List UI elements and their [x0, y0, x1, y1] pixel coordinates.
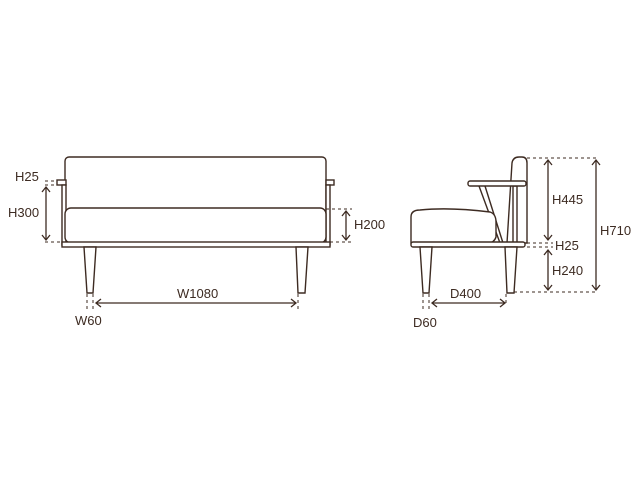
front-right-arm-cap	[325, 179, 335, 186]
side-view: H445 H710 H25 H240 D400 D60	[410, 156, 631, 330]
label-leg-span-depth: D400	[450, 286, 481, 301]
label-arm-height: H25	[15, 169, 39, 184]
front-base	[61, 241, 331, 248]
side-seat-cushion	[410, 208, 497, 244]
label-arm-to-base: H300	[8, 205, 39, 220]
side-front-leg	[419, 246, 433, 294]
front-view: H25 H300 H200 W1080 W60	[8, 156, 385, 328]
label-back-height: H445	[552, 192, 583, 207]
side-armrest	[467, 180, 527, 187]
label-leg-depth: D60	[413, 315, 437, 330]
label-leg-width: W60	[75, 313, 102, 328]
label-base-thickness: H25	[555, 238, 579, 253]
side-back-leg	[504, 246, 518, 294]
side-arm-post	[512, 185, 518, 244]
label-total-height: H710	[600, 223, 631, 238]
label-seat-height: H200	[354, 217, 385, 232]
front-left-leg	[83, 246, 97, 294]
side-base	[410, 241, 526, 248]
h300-arrow	[41, 185, 51, 242]
d400-arrow	[430, 298, 507, 308]
h445-arrow	[543, 158, 553, 242]
h240-arrow	[543, 248, 553, 292]
w1080-arrow	[94, 298, 298, 308]
front-left-arm-cap	[56, 179, 67, 186]
h710-arrow	[591, 158, 601, 292]
h200-arrow	[341, 209, 351, 242]
label-leg-span-width: W1080	[177, 286, 218, 301]
label-leg-height: H240	[552, 263, 583, 278]
front-right-leg	[295, 246, 309, 294]
front-seat-cushion	[64, 207, 327, 244]
